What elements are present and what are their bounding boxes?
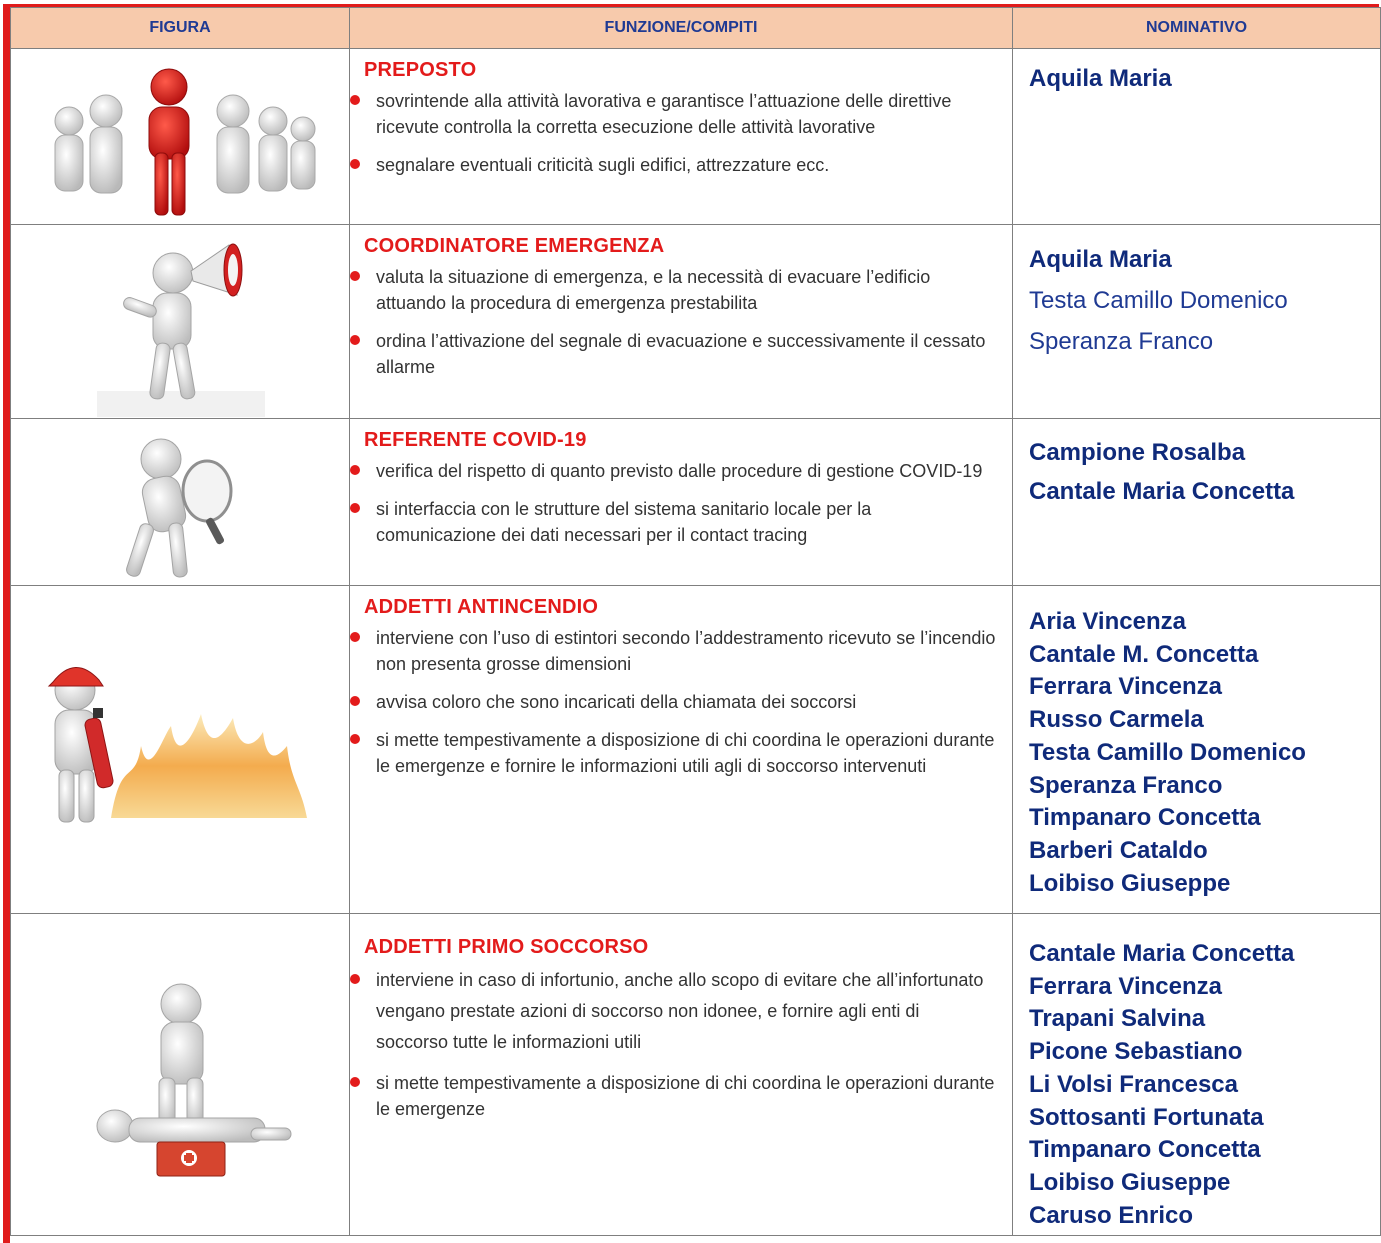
- figure-cell: [10, 585, 350, 914]
- red-bullet-icon: [350, 632, 360, 642]
- duty-item: ordina l’attivazione del segnale di evac…: [350, 328, 996, 380]
- red-bullet-icon: [350, 159, 360, 169]
- names-list: Campione Rosalba Cantale Maria Concetta: [1013, 419, 1380, 511]
- person-name: Campione Rosalba: [1029, 439, 1246, 466]
- person-name: Aquila Maria: [1029, 246, 1172, 273]
- names-list: Cantale Maria Concetta Ferrara Vincenza …: [1013, 914, 1380, 1232]
- red-bullet-icon: [350, 465, 360, 475]
- red-bullet-icon: [350, 335, 360, 345]
- magnifier-figure-icon: [126, 438, 233, 578]
- table-row: COORDINATORE EMERGENZA valuta la situazi…: [10, 224, 1381, 419]
- person-name: Trapani Salvina: [1029, 1005, 1206, 1033]
- function-cell: PREPOSTO sovrintende alla attività lavor…: [349, 48, 1013, 225]
- names-list: Aria Vincenza Cantale M. Concetta Ferrar…: [1013, 586, 1380, 900]
- person-name: Cantale Maria Concetta: [1029, 478, 1295, 505]
- duty-item: interviene in caso di infortunio, anche …: [350, 965, 996, 1058]
- roles-table: FIGURA FUNZIONE/COMPITI NOMINATIVO: [10, 7, 1381, 1236]
- person-name: Timpanaro Concetta: [1029, 804, 1261, 832]
- person-name: Cantale M. Concetta: [1029, 640, 1259, 668]
- names-cell: Campione Rosalba Cantale Maria Concetta: [1012, 418, 1381, 586]
- red-bullet-icon: [350, 503, 360, 513]
- red-bullet-icon: [350, 1077, 360, 1087]
- duty-item: si interfaccia con le strutture del sist…: [350, 496, 996, 548]
- header-funzione-compiti: FUNZIONE/COMPITI: [349, 7, 1013, 49]
- duty-item: segnalare eventuali criticità sugli edif…: [350, 152, 996, 178]
- duty-item: si mette tempestivamente a disposizione …: [350, 727, 996, 779]
- red-bullet-icon: [350, 974, 360, 984]
- names-cell: Aquila Maria Testa Camillo Domenico Sper…: [1012, 224, 1381, 419]
- table-row: ADDETTI PRIMO SOCCORSO interviene in cas…: [10, 913, 1381, 1236]
- function-cell: ADDETTI ANTINCENDIO interviene con l’uso…: [349, 585, 1013, 914]
- figure-cell: [10, 224, 350, 419]
- person-name: Timpanaro Concetta: [1029, 1136, 1261, 1164]
- function-cell: REFERENTE COVID-19 verifica del rispetto…: [349, 418, 1013, 586]
- table-row: REFERENTE COVID-19 verifica del rispetto…: [10, 418, 1381, 586]
- red-bullet-icon: [350, 696, 360, 706]
- names-list: Aquila Maria: [1013, 49, 1380, 95]
- function-cell: COORDINATORE EMERGENZA valuta la situazi…: [349, 224, 1013, 419]
- group-leader-figure-icon: [54, 68, 316, 216]
- duty-item: avvisa coloro che sono incaricati della …: [350, 689, 996, 715]
- person-name: Sottosanti Fortunata: [1029, 1103, 1264, 1131]
- duty-item: valuta la situazione di emergenza, e la …: [350, 264, 996, 316]
- red-bullet-icon: [350, 95, 360, 105]
- role-title: PREPOSTO: [364, 59, 477, 81]
- duty-item: verifica del rispetto di quanto previsto…: [350, 458, 996, 484]
- duty-item: si mette tempestivamente a disposizione …: [350, 1070, 996, 1122]
- person-name: Caruso Enrico: [1029, 1201, 1194, 1229]
- role-title: COORDINATORE EMERGENZA: [364, 235, 665, 257]
- firefighter-extinguisher-icon: [47, 667, 307, 823]
- red-frame-top: [3, 4, 1379, 7]
- person-name: Barberi Cataldo: [1029, 836, 1208, 864]
- person-name: Aquila Maria: [1029, 65, 1172, 92]
- person-name: Ferrara Vincenza: [1029, 673, 1222, 701]
- figure-cell: [10, 48, 350, 225]
- person-name: Russo Carmela: [1029, 706, 1204, 734]
- role-title: ADDETTI PRIMO SOCCORSO: [364, 936, 649, 958]
- person-name: Speranza Franco: [1029, 771, 1223, 799]
- figure-cell: [10, 913, 350, 1236]
- person-name: Ferrara Vincenza: [1029, 972, 1222, 1000]
- names-cell: Aria Vincenza Cantale M. Concetta Ferrar…: [1012, 585, 1381, 914]
- role-title: REFERENTE COVID-19: [364, 429, 587, 451]
- person-name: Testa Camillo Domenico: [1029, 738, 1306, 766]
- person-name: Picone Sebastiano: [1029, 1038, 1243, 1066]
- names-list: Aquila Maria Testa Camillo Domenico Sper…: [1013, 225, 1380, 362]
- megaphone-figure-icon: [97, 243, 265, 417]
- person-name: Testa Camillo Domenico: [1029, 287, 1288, 314]
- duty-item: interviene con l’uso di estintori second…: [350, 625, 996, 677]
- table-row: PREPOSTO sovrintende alla attività lavor…: [10, 48, 1381, 225]
- person-name: Aria Vincenza: [1029, 608, 1186, 635]
- header-nominativo: NOMINATIVO: [1012, 7, 1381, 49]
- person-name: Loibiso Giuseppe: [1029, 869, 1231, 897]
- role-title: ADDETTI ANTINCENDIO: [364, 596, 599, 618]
- person-name: Li Volsi Francesca: [1029, 1070, 1238, 1098]
- names-cell: Cantale Maria Concetta Ferrara Vincenza …: [1012, 913, 1381, 1236]
- first-aid-figure-icon: [96, 983, 292, 1177]
- header-figura: FIGURA: [10, 7, 350, 49]
- red-bullet-icon: [350, 734, 360, 744]
- figure-cell: [10, 418, 350, 586]
- person-name: Cantale Maria Concetta: [1029, 940, 1295, 967]
- red-bullet-icon: [350, 271, 360, 281]
- table-header-row: FIGURA FUNZIONE/COMPITI NOMINATIVO: [10, 7, 1381, 49]
- table-row: ADDETTI ANTINCENDIO interviene con l’uso…: [10, 585, 1381, 914]
- duty-item: sovrintende alla attività lavorativa e g…: [350, 88, 996, 140]
- function-cell: ADDETTI PRIMO SOCCORSO interviene in cas…: [349, 913, 1013, 1236]
- person-name: Loibiso Giuseppe: [1029, 1168, 1231, 1196]
- person-name: Speranza Franco: [1029, 328, 1214, 355]
- red-frame-left: [3, 4, 10, 1243]
- names-cell: Aquila Maria: [1012, 48, 1381, 225]
